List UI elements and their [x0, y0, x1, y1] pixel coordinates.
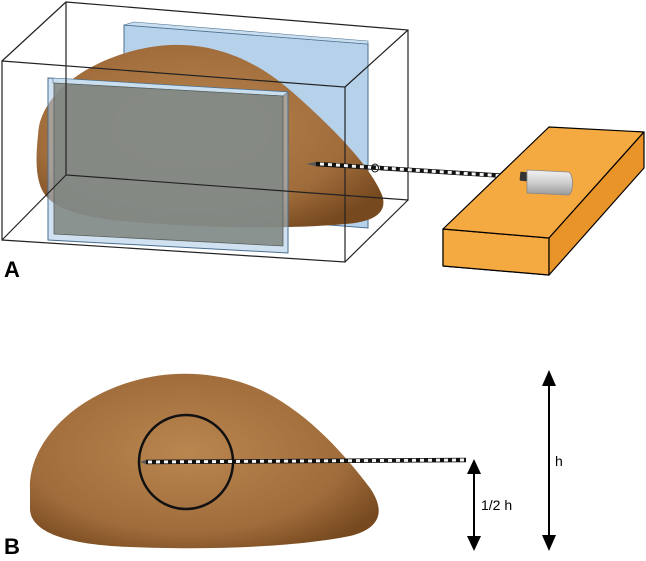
stage-block [442, 126, 645, 276]
full-height-label: h [555, 453, 563, 469]
probe-head-icon [519, 169, 573, 196]
panel-b-label: B [4, 534, 20, 559]
panel-a: A [1, 1, 645, 282]
panel-b: 1/2 h h B [4, 370, 563, 559]
panel-a-label: A [4, 257, 20, 282]
needle-b [140, 457, 467, 465]
wireframe-box-icon [1, 1, 409, 263]
full-height-arrow-icon [542, 370, 556, 551]
striped-needle-icon [306, 161, 523, 180]
half-height-label: 1/2 h [481, 497, 512, 513]
double-arrow-icon [467, 459, 481, 551]
front-glass-plate [47, 77, 289, 254]
